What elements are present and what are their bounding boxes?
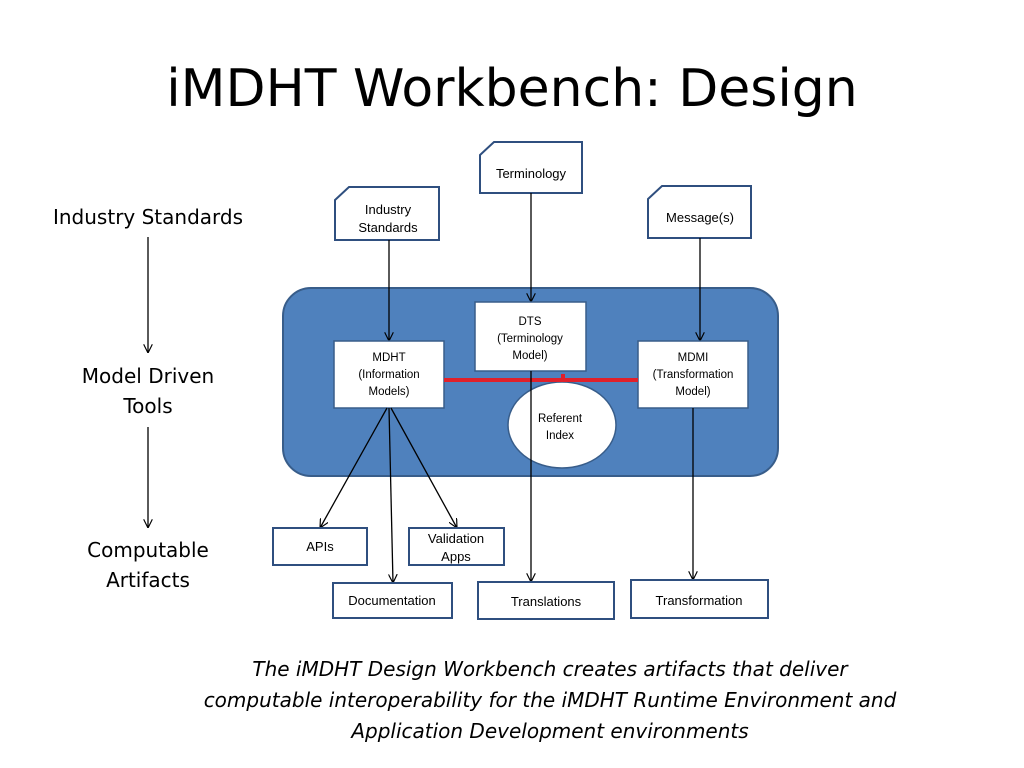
tool-dts: DTS (Terminology Model) xyxy=(474,301,587,372)
input-messages: Message(s) xyxy=(647,185,752,239)
tool-dts-line2: (Terminology xyxy=(497,333,563,345)
arrow-mdht-to-documentation xyxy=(389,407,393,583)
artifact-apis-label: APIs xyxy=(306,539,334,554)
artifact-documentation: Documentation xyxy=(332,582,453,619)
artifact-transformation: Transformation xyxy=(630,579,769,619)
artifact-validation-apps: Validation Apps xyxy=(408,527,505,566)
artifact-transformation-label: Transformation xyxy=(656,593,743,608)
tool-mdmi-line3: Model) xyxy=(675,386,710,398)
label-computable-artifacts-line2: Artifacts xyxy=(106,568,190,592)
input-messages-label: Message(s) xyxy=(666,210,734,225)
tool-mdht: MDHT (Information Models) xyxy=(333,340,445,409)
label-industry-standards: Industry Standards xyxy=(52,205,244,229)
input-industry-standards-line1: Industry xyxy=(365,202,412,217)
arrow-mdht-to-apis xyxy=(320,407,388,528)
tool-mdht-line2: (Information xyxy=(358,369,419,381)
input-industry-standards-line2: Standards xyxy=(358,220,418,235)
tool-mdmi-line1: MDMI xyxy=(678,352,709,364)
label-model-driven-tools: Model Driven Tools xyxy=(40,361,256,421)
tool-dts-line1: DTS xyxy=(519,316,542,328)
referent-index-line2: Index xyxy=(546,430,574,442)
label-model-driven-tools-line2: Tools xyxy=(123,394,173,418)
artifact-validation-apps-line2: Apps xyxy=(441,549,471,564)
arrow-mdht-to-validation xyxy=(390,407,457,528)
page-title: iMDHT Workbench: Design xyxy=(166,59,858,119)
tool-mdmi: MDMI (Transformation Model) xyxy=(637,340,749,409)
tool-mdmi-line2: (Transformation xyxy=(653,369,734,381)
tool-mdht-line3: Models) xyxy=(369,386,410,398)
artifact-translations-label: Translations xyxy=(511,594,582,609)
referent-index: Referent Index xyxy=(507,381,617,469)
label-model-driven-tools-line1: Model Driven xyxy=(81,364,215,388)
artifact-validation-apps-line1: Validation xyxy=(428,531,484,546)
caption: The iMDHT Design Workbench creates artif… xyxy=(203,657,897,743)
input-industry-standards: Industry Standards xyxy=(334,186,440,241)
label-computable-artifacts-line1: Computable xyxy=(87,538,209,562)
artifact-apis: APIs xyxy=(272,527,368,566)
tool-mdht-line1: MDHT xyxy=(372,352,405,364)
artifact-documentation-label: Documentation xyxy=(348,593,435,608)
label-computable-artifacts: Computable Artifacts xyxy=(40,535,256,595)
tool-dts-line3: Model) xyxy=(512,350,547,362)
artifact-translations: Translations xyxy=(477,581,615,620)
referent-index-line1: Referent xyxy=(538,413,583,425)
input-terminology: Terminology xyxy=(479,141,583,194)
input-terminology-label: Terminology xyxy=(496,166,567,181)
